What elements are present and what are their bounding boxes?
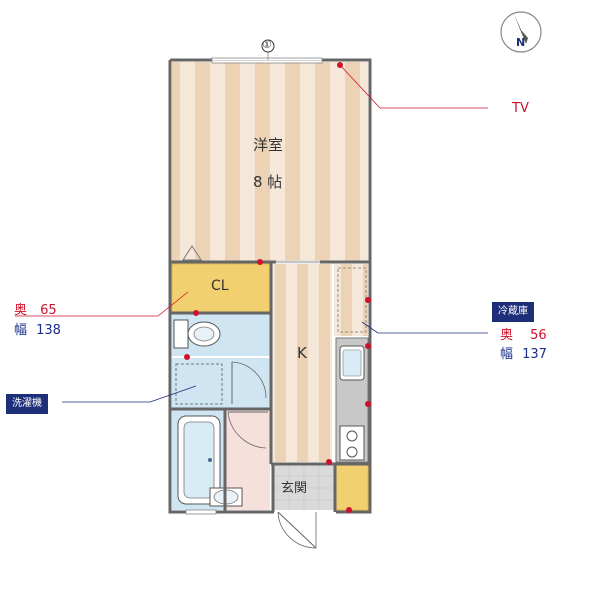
western-room-size: 8 帖: [253, 173, 283, 191]
entrance-name: 玄関: [281, 481, 308, 496]
western-room-name: 洋室: [253, 136, 284, 154]
western-room-floor: [172, 62, 368, 262]
closet-width-row: 幅 138: [14, 321, 61, 337]
fridge-width-label: 幅: [500, 347, 514, 362]
closet-depth-value: 65: [40, 303, 57, 318]
vent-icon: [182, 245, 202, 261]
window-bath: [185, 509, 217, 515]
compass-north-label: N: [516, 36, 526, 49]
window-mark-circle: [261, 39, 275, 53]
shoe-box: [335, 463, 369, 511]
entrance-tiles: [274, 464, 334, 510]
fridge-width-value: 137: [522, 347, 547, 362]
washer-space: [175, 363, 223, 405]
closet-depth-label: 奥: [14, 303, 28, 318]
kitchen-floor: [272, 264, 332, 462]
bathtub-icon: [177, 415, 221, 505]
closet-depth-row: 奥 65: [14, 301, 57, 317]
stove-icon: [339, 425, 365, 461]
washer-tag: 洗濯機: [6, 394, 48, 414]
fridge-space: [334, 264, 368, 336]
fridge-depth-value: 56: [530, 328, 547, 343]
closet-width-value: 138: [36, 323, 61, 338]
window-mark-label: ①: [262, 38, 272, 51]
outlet-markers: [184, 62, 371, 513]
door-swing-bath: [227, 411, 268, 449]
tv-label: TV: [512, 101, 529, 116]
toilet-icon: [173, 319, 221, 349]
compass-icon: [500, 11, 542, 53]
fridge-tag: 冷蔵庫: [492, 302, 534, 322]
washroom-floor: [172, 358, 270, 408]
closet-name: CL: [211, 278, 229, 294]
door-swing-washroom: [231, 361, 267, 404]
entrance-door: [277, 511, 317, 549]
fridge-width-row: 幅 137: [500, 345, 547, 361]
sink-icon: [339, 345, 365, 381]
tv-leader-line: [339, 64, 381, 109]
closet-width-label: 幅: [14, 323, 28, 338]
fridge-depth-label: 奥: [500, 328, 514, 343]
window-top: [211, 57, 323, 64]
kitchen-name: K: [297, 344, 307, 362]
fridge-depth-row: 奥 56: [500, 326, 547, 342]
